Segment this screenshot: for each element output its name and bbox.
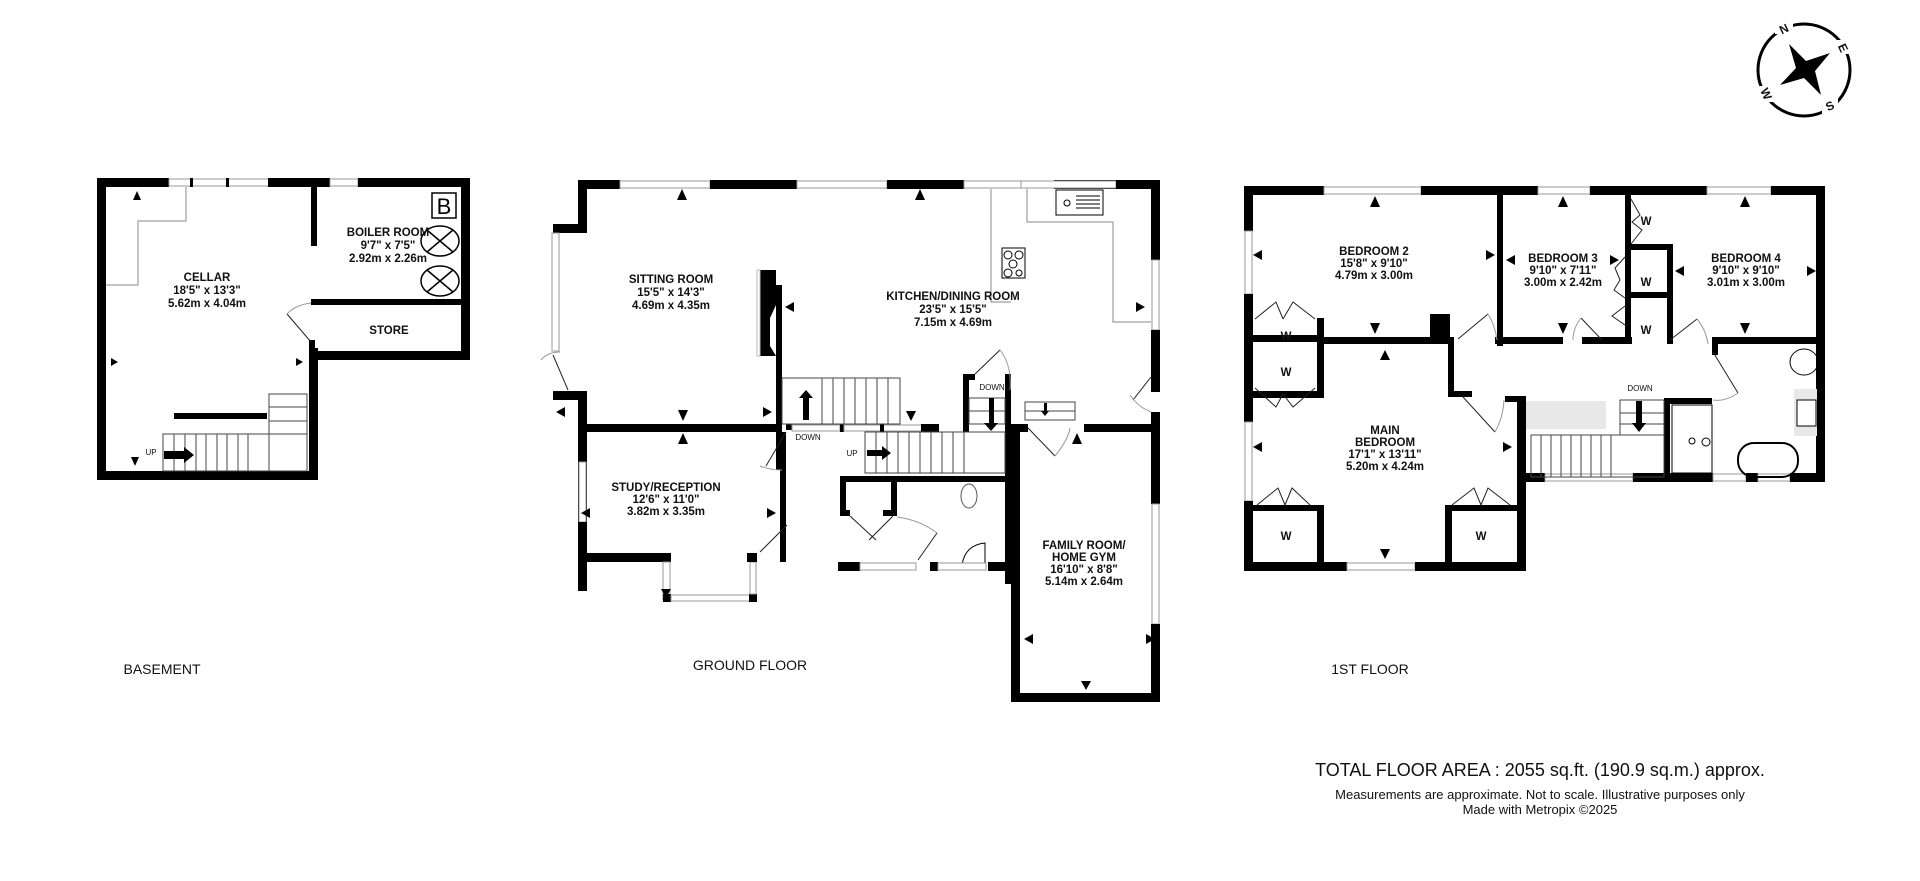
boiler-tank-icon xyxy=(420,265,460,297)
room-name-main-bedroom-line2: BEDROOM xyxy=(1355,437,1415,449)
room-dims-imperial-main-bedroom: 17'1" x 13'11" xyxy=(1348,449,1421,461)
room-dims-metric-boiler: 2.92m x 2.26m xyxy=(349,253,427,265)
room-name-study: STUDY/RECEPTION xyxy=(611,482,720,494)
stair-arrow-icon xyxy=(164,447,194,463)
stair-label-down: DOWN xyxy=(1627,384,1653,393)
room-name-main-bedroom: MAIN xyxy=(1370,425,1399,437)
disclaimer-text: Measurements are approximate. Not to sca… xyxy=(1335,787,1745,802)
room-name-family: FAMILY ROOM/ xyxy=(1042,540,1126,552)
room-name-kitchen: KITCHEN/DINING ROOM xyxy=(886,291,1020,303)
wardrobe-label: W xyxy=(1641,277,1652,289)
floor-label-first: 1ST FLOOR xyxy=(1331,661,1409,677)
credit-text: Made with Metropix ©2025 xyxy=(1462,802,1618,817)
first-floor-stairs xyxy=(1530,399,1665,478)
wardrobe-label: W xyxy=(1476,531,1487,543)
boiler-tank-icon xyxy=(420,225,460,257)
wardrobe-label: W xyxy=(1281,531,1292,543)
room-dims-imperial-bedroom-3: 9'10" x 7'11" xyxy=(1530,265,1597,277)
room-dims-metric-bedroom-3: 3.00m x 2.42m xyxy=(1524,277,1602,289)
room-dims-imperial-bedroom-2: 15'8" x 9'10" xyxy=(1340,258,1408,270)
room-dims-metric-bedroom-2: 4.79m x 3.00m xyxy=(1335,270,1413,282)
room-dims-imperial-study: 12'6" x 11'0" xyxy=(633,494,700,506)
basement-plan: B UP CELLAR 18' xyxy=(97,178,470,677)
stair-arrow-icon xyxy=(1632,401,1646,432)
room-name-bedroom-4: BEDROOM 4 xyxy=(1711,253,1781,265)
compass-icon: N E S W xyxy=(1756,20,1852,118)
room-dims-imperial-sitting: 15'5" x 14'3" xyxy=(637,287,705,299)
room-dims-metric-kitchen: 7.15m x 4.69m xyxy=(914,317,992,329)
room-dims-imperial-bedroom-4: 9'10" x 9'10" xyxy=(1712,265,1780,277)
stair-label-down: DOWN xyxy=(979,383,1005,392)
stair-arrow-icon xyxy=(984,398,998,431)
wardrobe-label: W xyxy=(1281,367,1292,379)
wardrobe-label: W xyxy=(1281,331,1292,343)
room-name-cellar: CELLAR xyxy=(184,272,231,284)
room-dims-metric-study: 3.82m x 3.35m xyxy=(627,506,705,518)
boiler-symbol: B xyxy=(437,194,452,219)
total-floor-area: TOTAL FLOOR AREA : 2055 sq.ft. (190.9 sq… xyxy=(1315,760,1765,780)
floor-label-ground: GROUND FLOOR xyxy=(693,657,807,673)
stair-arrow-icon xyxy=(799,390,813,420)
room-name-store: STORE xyxy=(369,325,409,337)
wardrobe-label: W xyxy=(1641,325,1652,337)
stair-label-up: UP xyxy=(145,448,156,457)
floor-label-basement: BASEMENT xyxy=(123,661,200,677)
room-dims-metric-cellar: 5.62m x 4.04m xyxy=(168,298,246,310)
room-name-bedroom-2: BEDROOM 2 xyxy=(1339,246,1409,258)
wardrobe-label: W xyxy=(1641,216,1652,228)
room-dims-imperial-kitchen: 23'5" x 15'5" xyxy=(919,304,987,316)
hob-icon xyxy=(1001,247,1026,279)
room-name-boiler: BOILER ROOM xyxy=(347,227,429,239)
ground-stairs-main xyxy=(864,431,1006,474)
room-dims-imperial-boiler: 9'7" x 7'5" xyxy=(361,240,416,252)
room-dims-metric-family: 5.14m x 2.64m xyxy=(1045,576,1123,588)
stair-label-up: UP xyxy=(846,449,857,458)
room-dims-imperial-family: 16'10" x 8'8" xyxy=(1050,564,1118,576)
first-floor-plan: DOWN W W W W W W W BEDROOM 2 15'8" x 9'1… xyxy=(1244,186,1825,677)
basement-stairs xyxy=(162,393,308,472)
ground-floor-plan: DOWN DOWN UP xyxy=(540,180,1160,702)
ground-stairs-up xyxy=(781,377,901,425)
stair-label-down: DOWN xyxy=(795,433,821,442)
disclaimer: Measurements are approximate. Not to sca… xyxy=(1240,787,1840,817)
room-dims-metric-sitting: 4.69m x 4.35m xyxy=(632,300,710,312)
stair-arrow-icon xyxy=(867,446,891,460)
room-dims-imperial-cellar: 18'5" x 13'3" xyxy=(173,285,241,297)
ground-stairs-down xyxy=(968,397,1076,425)
room-dims-metric-bedroom-4: 3.01m x 3.00m xyxy=(1707,277,1785,289)
room-name-sitting: SITTING ROOM xyxy=(629,274,713,286)
room-name-family-line2: HOME GYM xyxy=(1052,552,1116,564)
room-dims-metric-main-bedroom: 5.20m x 4.24m xyxy=(1346,461,1424,473)
room-name-bedroom-3: BEDROOM 3 xyxy=(1528,253,1598,265)
